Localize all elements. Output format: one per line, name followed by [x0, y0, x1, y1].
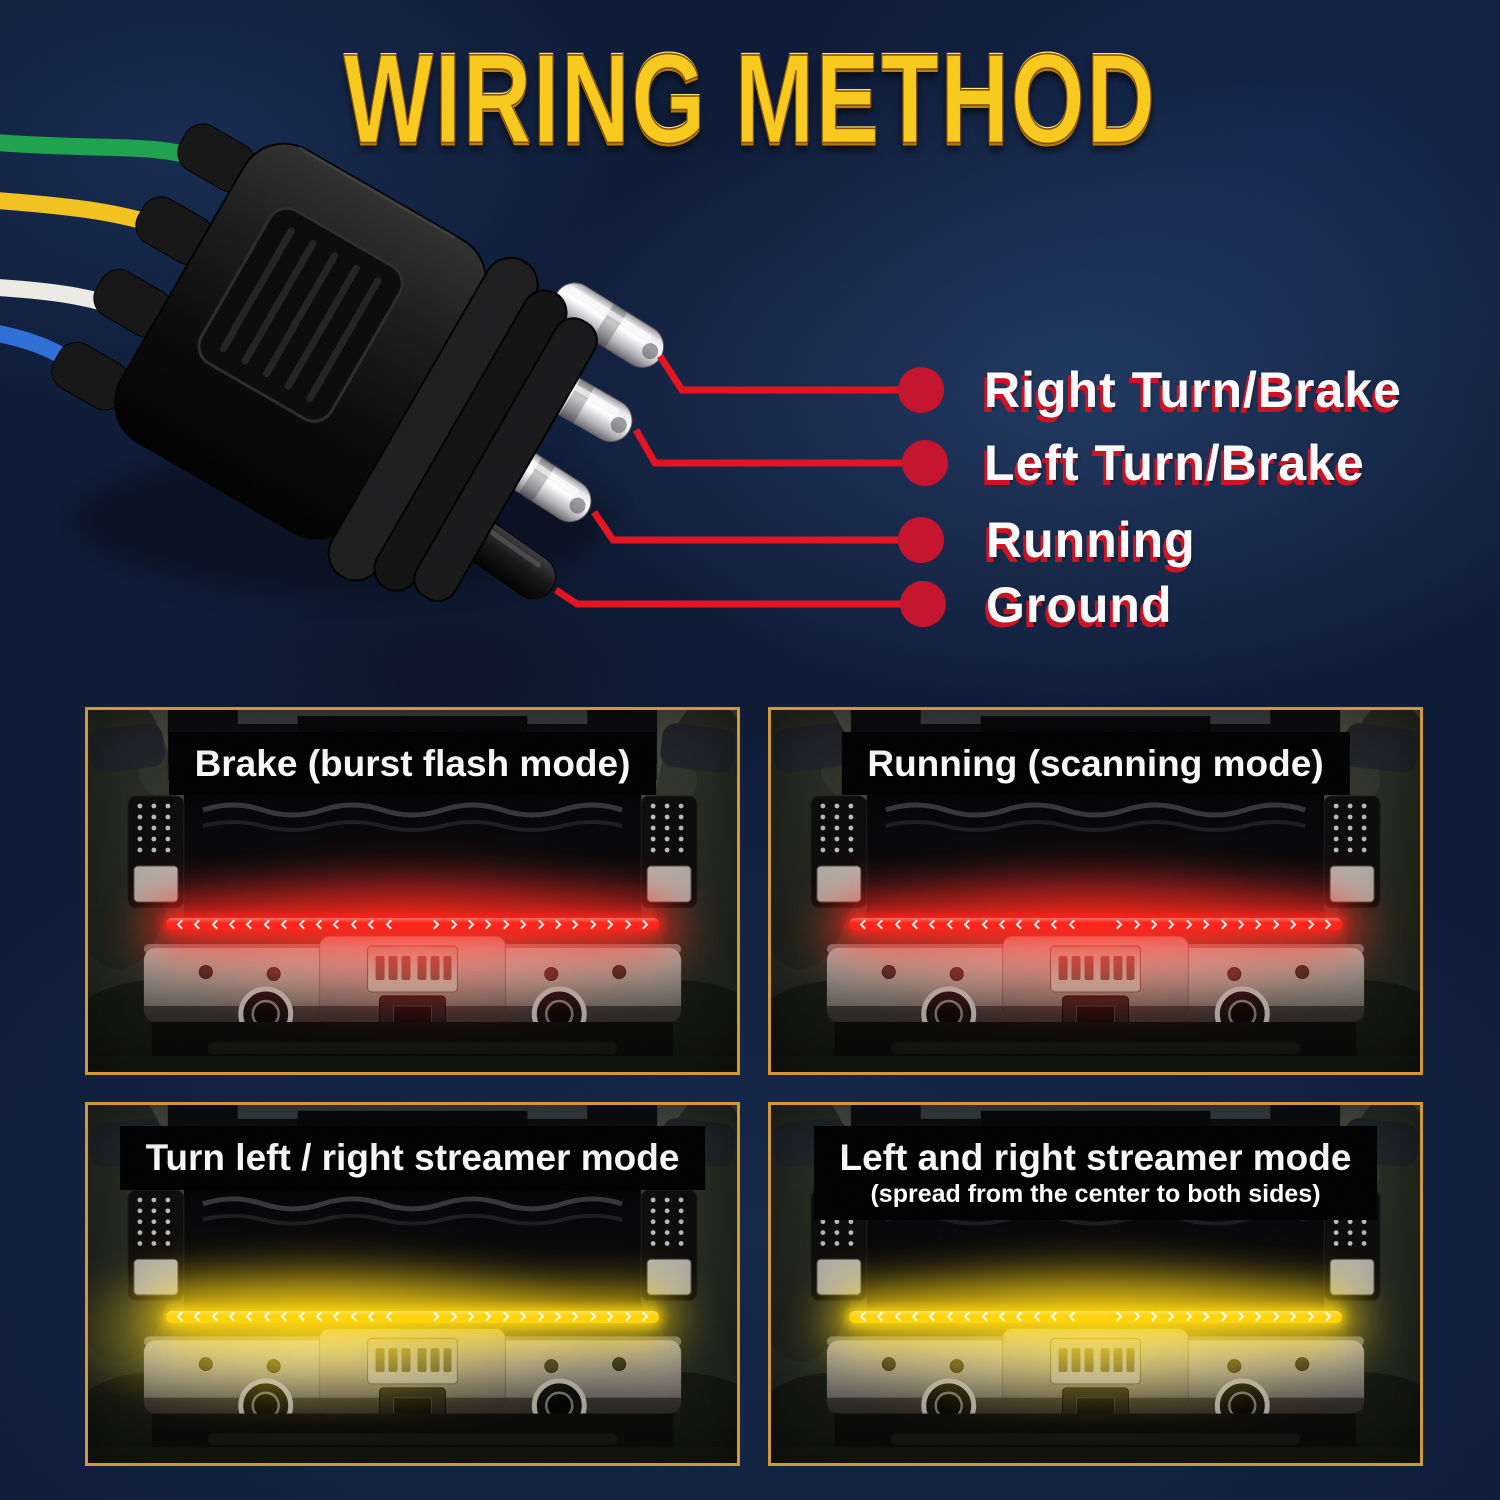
panel-caption: Turn left / right streamer mode [119, 1126, 706, 1191]
pin-label-running: Running [986, 512, 1196, 568]
connector-diagram [0, 123, 948, 627]
chevrons-left [176, 1311, 396, 1322]
panel-turn-streamer-mode: Turn left / right streamer mode [85, 1102, 740, 1466]
caption-text: Left and right streamer mode [839, 1137, 1352, 1179]
chevrons-right [1112, 1311, 1332, 1322]
panel-brake-mode: Brake (burst flash mode) [85, 707, 740, 1075]
pin-label-left-turn-brake: Left Turn/Brake [984, 435, 1365, 491]
panel-running-mode: Running (scanning mode) [768, 707, 1423, 1075]
lead-right-turn [657, 354, 920, 394]
led-strip [166, 918, 659, 931]
chevrons-right [1112, 919, 1332, 930]
chevrons-left [859, 1311, 1079, 1322]
dot-ground [900, 581, 946, 627]
chevrons-right [429, 1311, 649, 1322]
caption-text: Running (scanning mode) [867, 742, 1324, 784]
panel-caption: Brake (burst flash mode) [168, 731, 657, 796]
led-strip [166, 1310, 659, 1323]
led-strip [849, 1310, 1342, 1323]
panel-left-right-streamer-mode: Left and right streamer mode (spread fro… [768, 1102, 1423, 1466]
lead-ground [554, 587, 922, 608]
caption-text: Brake (burst flash mode) [194, 742, 631, 784]
lead-lines [554, 354, 924, 608]
chevrons-left [176, 919, 396, 930]
panel-caption: Left and right streamer mode (spread fro… [813, 1126, 1378, 1220]
lead-running [591, 510, 920, 544]
dot-running [898, 517, 944, 563]
caption-subtext: (spread from the center to both sides) [870, 1180, 1321, 1209]
chevrons-left [859, 919, 1079, 930]
pin-label-right-turn-brake: Right Turn/Brake [984, 362, 1402, 418]
lead-left-turn [632, 428, 924, 467]
pin-label-ground: Ground [986, 577, 1173, 633]
lead-dots [898, 367, 948, 627]
dot-left-turn [902, 440, 948, 486]
dot-right-turn [898, 367, 944, 413]
led-strip [849, 918, 1342, 931]
caption-text: Turn left / right streamer mode [145, 1137, 680, 1179]
chevrons-right [429, 919, 649, 930]
panel-caption: Running (scanning mode) [841, 731, 1350, 796]
